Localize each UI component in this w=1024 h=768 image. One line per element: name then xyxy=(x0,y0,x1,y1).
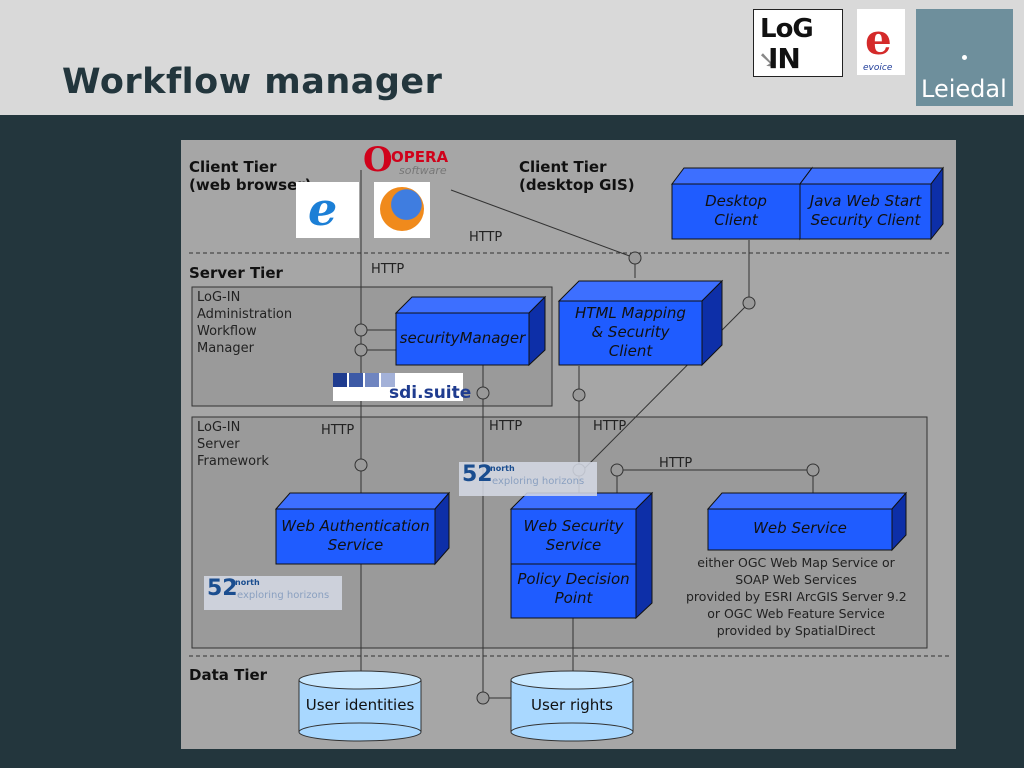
html-mapping-client: HTML Mapping & Security Client xyxy=(575,304,686,360)
north52-badge-2 xyxy=(204,576,342,610)
sdi-suite-text: sdi.suite xyxy=(389,383,472,403)
leiedal-logo: Leiedal xyxy=(916,9,1013,106)
desktop-client: Desktop Client xyxy=(705,192,767,229)
http-label: HTTP xyxy=(321,423,355,438)
tier-server: Server Tier xyxy=(189,264,283,282)
page-title: Workflow manager xyxy=(62,62,443,102)
user-rights-db xyxy=(510,670,634,742)
admin-group-label: LoG-IN Administration Workflow Manager xyxy=(197,290,293,356)
web-service-note: either OGC Web Map Service or SOAP Web S… xyxy=(686,555,907,638)
web-security-box xyxy=(509,491,654,620)
evoice-logo: e evoice xyxy=(857,9,905,75)
sdi-suite-logo xyxy=(333,373,463,401)
policy-decision-point: Policy Decision Point xyxy=(517,570,630,607)
web-service: Web Service xyxy=(753,519,847,537)
ie-icon: e xyxy=(296,182,359,238)
security-manager-box xyxy=(394,295,547,367)
diagram-canvas xyxy=(189,166,949,742)
security-manager: securityManager xyxy=(399,329,526,347)
html-mapping-box xyxy=(557,279,724,367)
web-auth-box xyxy=(274,491,451,566)
north52-logo: 52 north exploring horizons xyxy=(462,462,585,487)
arrow-icon: ➘ xyxy=(758,46,779,74)
north52-logo: 52 north exploring horizons xyxy=(207,576,330,601)
web-security-service: Web Security Service xyxy=(523,517,624,554)
java-web-start-client: Java Web Start Security Client xyxy=(809,192,922,229)
user-rights-label: User rights xyxy=(530,696,614,714)
opera-logo: O OPERA software xyxy=(363,140,449,180)
http-label: HTTP xyxy=(659,456,693,471)
framework-group-label: LoG-IN Server Framework xyxy=(197,420,269,469)
http-label: HTTP xyxy=(469,230,503,245)
java-client-box xyxy=(799,166,944,241)
login-logo: LoG ➘ IN xyxy=(753,9,843,77)
user-identities-label: User identities xyxy=(305,696,415,714)
tier-client-browser: Client Tier (web browser) xyxy=(189,158,312,194)
http-label: HTTP xyxy=(371,262,405,277)
http-label: HTTP xyxy=(593,419,627,434)
tier-data: Data Tier xyxy=(189,666,268,684)
firefox-icon xyxy=(374,182,430,238)
http-label: HTTP xyxy=(489,419,523,434)
web-service-box xyxy=(706,491,908,552)
slide-header: Workflow manager LoG ➘ IN e evoice Leied… xyxy=(0,0,1024,115)
tier-client-desktop: Client Tier (desktop GIS) xyxy=(519,158,635,194)
architecture-diagram: Client Tier (web browser) Client Tier (d… xyxy=(181,140,956,749)
north52-badge-1 xyxy=(459,462,597,496)
web-authentication-service: Web Authentication Service xyxy=(281,517,430,554)
user-identities-db xyxy=(298,670,422,742)
